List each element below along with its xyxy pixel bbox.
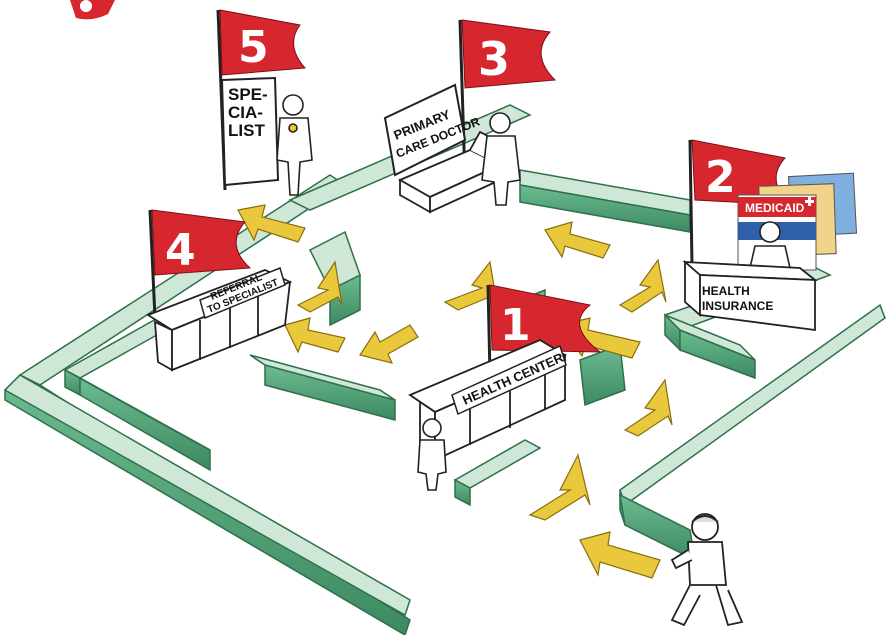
arrow-up-2 (625, 380, 672, 436)
step-2-label-line-2: INSURANCE (702, 299, 773, 313)
flag-3-number: 3 (478, 32, 510, 86)
step-5-label-line-3: LIST (228, 121, 265, 140)
arrow-to-3 (545, 222, 610, 258)
flag-2-number: 2 (705, 152, 736, 203)
maze-wall-lower-center (455, 440, 540, 488)
corner-logo-icon (70, 0, 115, 19)
step-5-label-line-2: CIA- (228, 103, 263, 122)
flag-1-number: 1 (500, 300, 531, 351)
arrow-up-1 (530, 455, 590, 520)
arrow-to-4-left (360, 325, 418, 363)
step-5-label-line-1: SPE- (228, 85, 268, 104)
maze-wall-outer-front-top (5, 375, 410, 615)
arrow-to-4 (285, 318, 345, 352)
arrow-start (580, 532, 660, 578)
medicaid-card-label: MEDICAID (745, 201, 805, 215)
arrow-right-up (620, 260, 666, 312)
step-2-label-line-1: HEALTH (702, 284, 750, 298)
specialist-person-icon (277, 95, 312, 195)
flag-4-number: 4 (165, 225, 196, 276)
flag-5-number: 5 (238, 22, 269, 73)
maze-wall-right-front (620, 495, 695, 560)
step-5-specialist: 5 SPE- CIA- LIST (218, 10, 312, 195)
step-2-health-insurance: 2 MEDICAID HEALTH INSURANCE (685, 140, 857, 330)
